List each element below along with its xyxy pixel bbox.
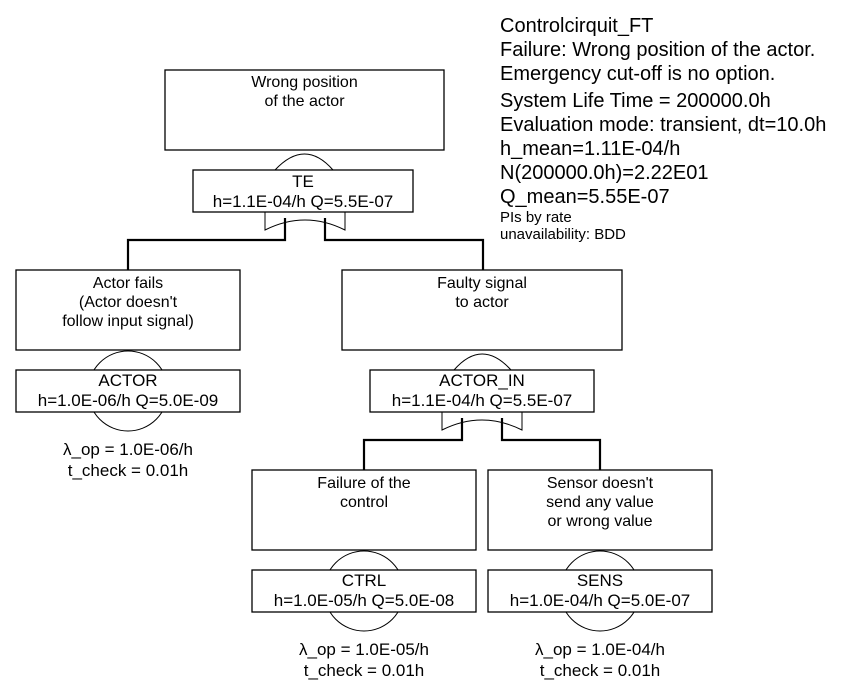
analysis-info-panel: Controlcirquit_FT Failure: Wrong positio… — [500, 14, 826, 243]
event-param: t_check = 0.01h — [540, 661, 661, 680]
event-actor[interactable]: Actor fails (Actor doesn't follow input … — [15, 269, 241, 480]
event-actor-in[interactable]: Faulty signal to actor ACTOR_IN h=1.1E-0… — [341, 269, 623, 431]
event-id: ACTOR_IN — [439, 371, 525, 390]
or-gate-icon — [453, 353, 512, 371]
connector-te-to-actor-in — [323, 218, 485, 270]
event-description-line: to actor — [455, 294, 509, 311]
failure-description: Failure: Wrong position of the actor. — [500, 39, 816, 61]
event-description-line: of the actor — [264, 93, 345, 110]
event-description-box — [487, 469, 713, 551]
event-description-line: follow input signal) — [62, 313, 194, 330]
event-id: CTRL — [342, 571, 386, 590]
event-ctrl[interactable]: Failure of the control CTRL h=1.0E-05/h … — [251, 469, 477, 680]
n-value: N(200000.0h)=2.22E01 — [500, 162, 709, 184]
event-description-line: Failure of the — [317, 475, 410, 492]
event-description-box — [341, 269, 623, 351]
connector-te-to-actor — [126, 218, 287, 270]
event-param: λ_op = 1.0E-05/h — [299, 640, 429, 659]
event-values: h=1.0E-04/h Q=5.0E-07 — [510, 591, 691, 610]
event-param: t_check = 0.01h — [304, 661, 425, 680]
event-description-line: send any value — [546, 494, 654, 511]
event-label-box — [251, 569, 477, 613]
connector-actor-in-to-sens — [500, 418, 602, 470]
event-values: h=1.1E-04/h Q=5.5E-07 — [213, 192, 394, 211]
system-life-time: System Life Time = 200000.0h — [500, 90, 771, 112]
event-label-box — [487, 569, 713, 613]
evaluation-mode: Evaluation mode: transient, dt=10.0h — [500, 114, 827, 136]
event-description-box — [164, 69, 445, 151]
event-description-line: (Actor doesn't — [79, 294, 178, 311]
pis-method: PIs by rate — [500, 209, 572, 226]
event-description-line: control — [340, 494, 388, 511]
event-description-line: Faulty signal — [437, 275, 527, 292]
event-description-line: Wrong position — [251, 74, 357, 91]
event-sens[interactable]: Sensor doesn't send any value or wrong v… — [487, 469, 713, 680]
event-param: λ_op = 1.0E-06/h — [63, 440, 193, 459]
event-label-box — [369, 369, 595, 413]
event-id: SENS — [577, 571, 623, 590]
event-values: h=1.0E-05/h Q=5.0E-08 — [274, 591, 455, 610]
event-values: h=1.0E-06/h Q=5.0E-09 — [38, 391, 219, 410]
connectors — [126, 218, 602, 470]
failure-note: Emergency cut-off is no option. — [500, 63, 776, 85]
q-mean: Q_mean=5.55E-07 — [500, 186, 670, 208]
connector-actor-in-to-ctrl — [362, 418, 464, 470]
event-top[interactable]: Wrong position of the actor TE h=1.1E-04… — [164, 69, 445, 231]
event-description-box — [251, 469, 477, 551]
or-gate-icon — [441, 412, 523, 431]
event-param: λ_op = 1.0E-04/h — [535, 640, 665, 659]
event-id: TE — [292, 172, 314, 191]
event-description-line: or wrong value — [548, 513, 653, 530]
event-label-box — [192, 169, 414, 213]
event-label-box — [15, 369, 241, 413]
event-description-box — [15, 269, 241, 351]
event-description-line: Sensor doesn't — [547, 475, 654, 492]
h-mean: h_mean=1.11E-04/h — [500, 138, 681, 160]
event-id: ACTOR — [98, 371, 157, 390]
model-title: Controlcirquit_FT — [500, 15, 654, 37]
unavailability-method: unavailability: BDD — [500, 226, 626, 243]
event-description-line: Actor fails — [93, 275, 163, 292]
or-gate-icon — [274, 153, 334, 171]
event-param: t_check = 0.01h — [68, 461, 189, 480]
event-values: h=1.1E-04/h Q=5.5E-07 — [392, 391, 573, 410]
or-gate-icon — [264, 212, 346, 231]
